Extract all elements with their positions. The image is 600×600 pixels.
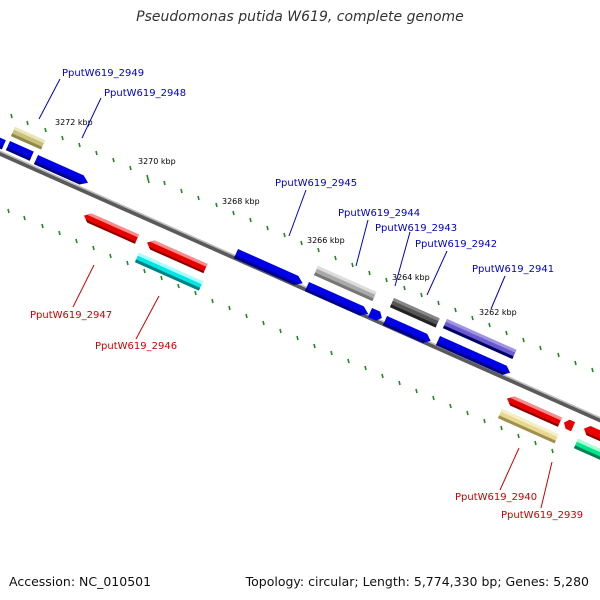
gene-pputw619-2939[interactable] bbox=[505, 394, 562, 427]
gene-green-right-edge[interactable] bbox=[573, 439, 600, 461]
gene-blue-under-2941[interactable] bbox=[435, 336, 512, 377]
gene-blue-under-2942[interactable] bbox=[382, 316, 433, 345]
gene-fragment-left[interactable] bbox=[0, 135, 6, 150]
gene-pputw619-2944[interactable] bbox=[304, 282, 370, 318]
gene-pputw619-2943[interactable] bbox=[313, 266, 377, 302]
gene-pputw619-2942[interactable] bbox=[389, 298, 440, 328]
gene-small-blue[interactable] bbox=[367, 308, 384, 322]
accession-text: Accession: NC_010501 bbox=[9, 574, 152, 589]
ruler-label: 3262 kbp bbox=[479, 308, 517, 317]
gene-label[interactable]: PputW619_2942 bbox=[415, 239, 497, 250]
gene-small-red[interactable] bbox=[562, 418, 576, 432]
reverse-gene-labels: PputW619_2947 PputW619_2946 PputW619_294… bbox=[30, 310, 583, 521]
gene-red-right-edge[interactable] bbox=[582, 424, 600, 446]
gene-label[interactable]: PputW619_2943 bbox=[375, 223, 457, 234]
ruler-label: 3268 kbp bbox=[222, 197, 260, 206]
gene-pputw619-2940[interactable] bbox=[497, 409, 559, 444]
gene-red-2946-neighbor[interactable] bbox=[145, 238, 208, 274]
ruler-labels: 3272 kbp 3270 kbp 3268 kbp 3266 kbp 3264… bbox=[55, 118, 517, 317]
gene-pputw619-2946[interactable] bbox=[134, 252, 203, 291]
gene-label[interactable]: PputW619_2941 bbox=[472, 264, 554, 275]
gene-label[interactable]: PputW619_2940 bbox=[455, 492, 537, 503]
reverse-genes bbox=[82, 211, 600, 461]
gene-label[interactable]: PputW619_2939 bbox=[501, 510, 583, 521]
gene-pputw619-2949[interactable] bbox=[10, 127, 46, 150]
forward-gene-labels: PputW619_2949 PputW619_2948 PputW619_294… bbox=[62, 68, 554, 275]
gene-fragment-left-2[interactable] bbox=[5, 141, 34, 161]
gene-label[interactable]: PputW619_2948 bbox=[104, 88, 186, 99]
ruler-label: 3270 kbp bbox=[138, 157, 176, 166]
genome-summary-text: Topology: circular; Length: 5,774,330 bp… bbox=[245, 574, 589, 589]
map-title: Pseudomonas putida W619, complete genome bbox=[136, 9, 464, 25]
gene-label[interactable]: PputW619_2949 bbox=[62, 68, 144, 79]
gene-label[interactable]: PputW619_2947 bbox=[30, 310, 112, 321]
outer-ruler-ticks bbox=[10, 113, 594, 373]
gene-pputw619-2948[interactable] bbox=[33, 155, 90, 187]
reverse-label-leaders bbox=[72, 264, 553, 509]
inner-ruler-ticks bbox=[7, 208, 554, 454]
ruler-label: 3264 kbp bbox=[392, 273, 430, 282]
gene-pputw619-2947[interactable] bbox=[82, 211, 139, 244]
ruler-label: 3266 kbp bbox=[307, 236, 345, 245]
forward-label-leaders bbox=[38, 78, 506, 310]
genome-backbone bbox=[0, 150, 600, 423]
gene-pputw619-2945[interactable] bbox=[233, 249, 305, 288]
gene-label[interactable]: PputW619_2945 bbox=[275, 178, 357, 189]
gene-pputw619-2941[interactable] bbox=[442, 319, 517, 360]
gene-label[interactable]: PputW619_2944 bbox=[338, 208, 420, 219]
forward-genes bbox=[0, 127, 517, 377]
gene-label[interactable]: PputW619_2946 bbox=[95, 341, 177, 352]
ruler-label: 3272 kbp bbox=[55, 118, 93, 127]
